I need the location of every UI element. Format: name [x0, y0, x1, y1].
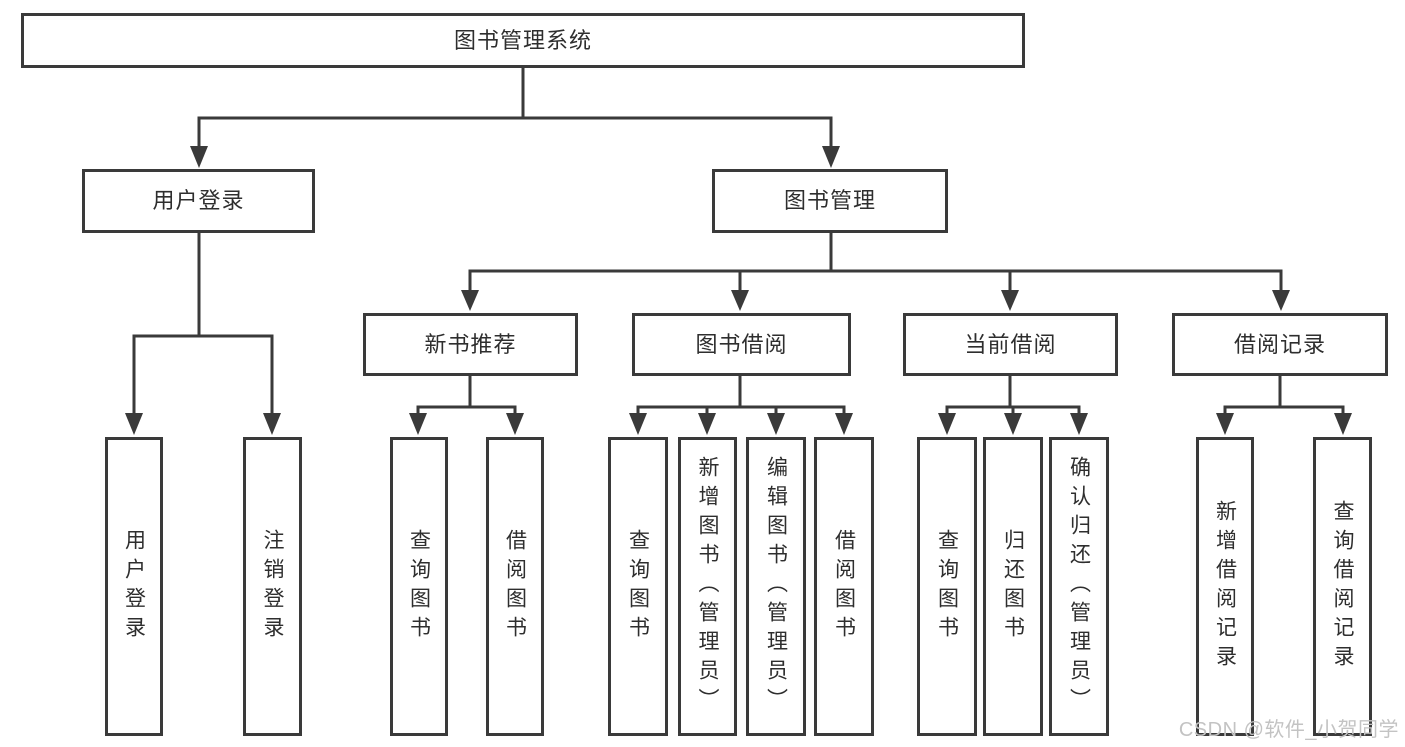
leaf-borrow-query: 查询图书 [608, 437, 668, 736]
connector-newbookrec-to-leaves [409, 376, 524, 435]
leaf-current-return: 归还图书 [983, 437, 1043, 736]
leaf-current-return-label: 归还图书 [1001, 528, 1025, 645]
leaf-logout: 注销登录 [243, 437, 302, 736]
leaf-newbook-query: 查询图书 [390, 437, 448, 736]
leaf-user-login: 用户登录 [105, 437, 163, 736]
connector-userlogin-to-leaves [125, 233, 281, 435]
leaf-logout-label: 注销登录 [261, 528, 284, 645]
node-book-borrow: 图书借阅 [632, 313, 851, 376]
leaf-borrow-borrow-label: 借阅图书 [832, 528, 856, 645]
connector-currentborrow-to-leaves [938, 376, 1088, 435]
node-user-login-label: 用户登录 [152, 188, 245, 213]
connector-root-to-level2 [190, 68, 840, 168]
node-current-borrow-label: 当前借阅 [964, 331, 1057, 357]
leaf-newbook-borrow-label: 借阅图书 [503, 528, 527, 645]
node-user-login: 用户登录 [82, 169, 315, 233]
leaf-record-query: 查询借阅记录 [1313, 437, 1372, 736]
node-borrow-record: 借阅记录 [1172, 313, 1388, 376]
connector-borrowrecord-to-leaves [1216, 376, 1352, 435]
node-new-book-rec-label: 新书推荐 [424, 331, 517, 357]
node-book-borrow-label: 图书借阅 [695, 331, 788, 357]
leaf-newbook-query-label: 查询图书 [407, 528, 431, 645]
leaf-current-confirm: 确认归还（管理员） [1049, 437, 1109, 736]
connector-bookmgmt-to-level3 [461, 233, 1290, 311]
node-current-borrow: 当前借阅 [903, 313, 1118, 376]
leaf-record-add-label: 新增借阅记录 [1213, 499, 1237, 674]
leaf-borrow-add: 新增图书（管理员） [678, 437, 737, 736]
leaf-user-login-label: 用户登录 [122, 528, 146, 645]
leaf-borrow-query-label: 查询图书 [626, 528, 650, 645]
leaf-current-confirm-label: 确认归还（管理员） [1067, 456, 1091, 717]
node-book-mgmt-label: 图书管理 [783, 188, 876, 213]
leaf-borrow-borrow: 借阅图书 [814, 437, 874, 736]
leaf-record-add: 新增借阅记录 [1196, 437, 1254, 736]
leaf-borrow-add-label: 新增图书（管理员） [696, 456, 719, 717]
leaf-current-query: 查询图书 [917, 437, 977, 736]
leaf-current-query-label: 查询图书 [935, 528, 959, 645]
leaf-record-query-label: 查询借阅记录 [1331, 499, 1354, 674]
node-new-book-rec: 新书推荐 [363, 313, 578, 376]
leaf-borrow-edit: 编辑图书（管理员） [746, 437, 806, 736]
csdn-watermark: CSDN @软件_小贺同学 [1178, 719, 1399, 741]
node-root-label: 图书管理系统 [453, 27, 592, 53]
leaf-newbook-borrow: 借阅图书 [486, 437, 544, 736]
node-root: 图书管理系统 [21, 13, 1025, 68]
node-borrow-record-label: 借阅记录 [1233, 331, 1326, 357]
leaf-borrow-edit-label: 编辑图书（管理员） [764, 456, 788, 717]
node-book-mgmt: 图书管理 [712, 169, 948, 233]
connector-bookborrow-to-leaves [629, 376, 853, 435]
